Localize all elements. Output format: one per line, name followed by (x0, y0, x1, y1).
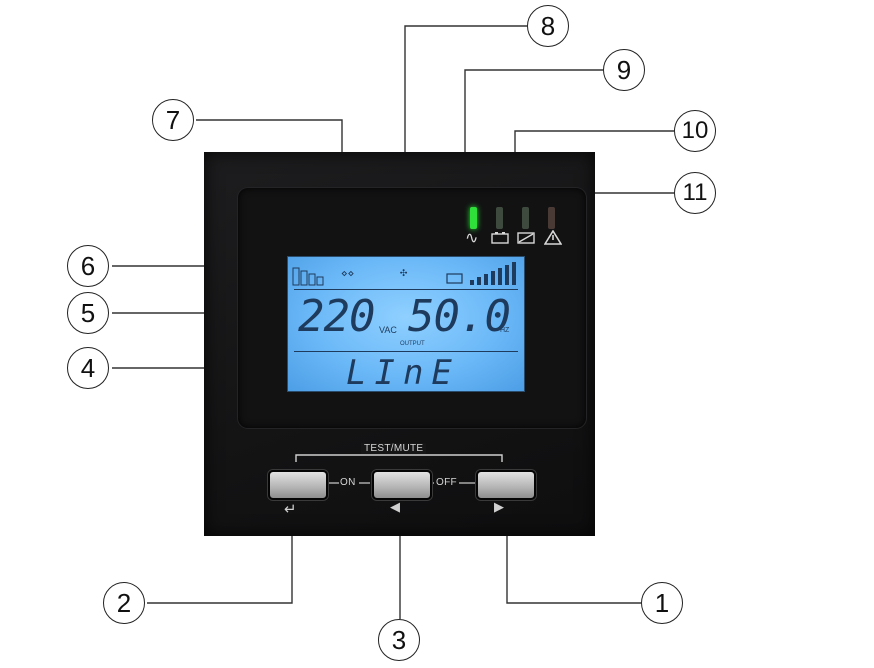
led-ac-mode (470, 207, 477, 229)
fan-icon: ✣ (400, 265, 408, 279)
battery-level-bars (470, 262, 516, 285)
callout-6: 6 (67, 245, 109, 287)
callout-7: 7 (152, 99, 194, 141)
frequency-unit: HZ (500, 327, 510, 334)
led-battery-mode (496, 207, 503, 229)
bypass-icon (517, 232, 535, 244)
callout-1: 1 (641, 582, 683, 624)
load-level-bars (292, 267, 324, 286)
callout-8: 8 (527, 5, 569, 47)
lcd-screen: ⋄⋄ ✣ 220 VAC 50.0 HZ OUTPUT LInE (287, 256, 525, 393)
callout-10: 10 (674, 110, 716, 152)
callout-2: 2 (103, 582, 145, 624)
callout-3: 3 (378, 619, 420, 661)
on-label: ON (340, 477, 356, 488)
output-frequency: 50.0 (408, 291, 511, 342)
ac-input-icon: ⋄⋄ (341, 267, 355, 280)
output-voltage: 220 (298, 291, 375, 342)
left-arrow-icon: ◀ (390, 500, 400, 515)
operating-mode: LInE (346, 353, 460, 393)
scroll-down-button[interactable] (372, 470, 432, 500)
warning-icon (544, 230, 562, 245)
right-arrow-icon: ▶ (494, 500, 504, 515)
callout-9: 9 (603, 49, 645, 91)
output-label: OUTPUT (400, 341, 425, 347)
callout-11: 11 (674, 172, 716, 214)
callout-4: 4 (67, 347, 109, 389)
enter-button[interactable] (268, 470, 328, 500)
scroll-up-button[interactable] (476, 470, 536, 500)
lcd-divider-top (294, 289, 518, 290)
enter-icon: ↵ (284, 500, 297, 518)
lcd-divider-bottom (294, 351, 518, 352)
battery-icon (491, 232, 509, 244)
off-label: OFF (436, 477, 457, 488)
sine-wave-icon: ∿ (465, 228, 479, 247)
callout-5: 5 (67, 292, 109, 334)
test-mute-label: TEST/MUTE (361, 443, 427, 454)
lcd-battery-icon (446, 273, 463, 284)
led-bypass-mode (522, 207, 529, 229)
led-fault (548, 207, 555, 229)
voltage-unit: VAC (379, 325, 397, 335)
